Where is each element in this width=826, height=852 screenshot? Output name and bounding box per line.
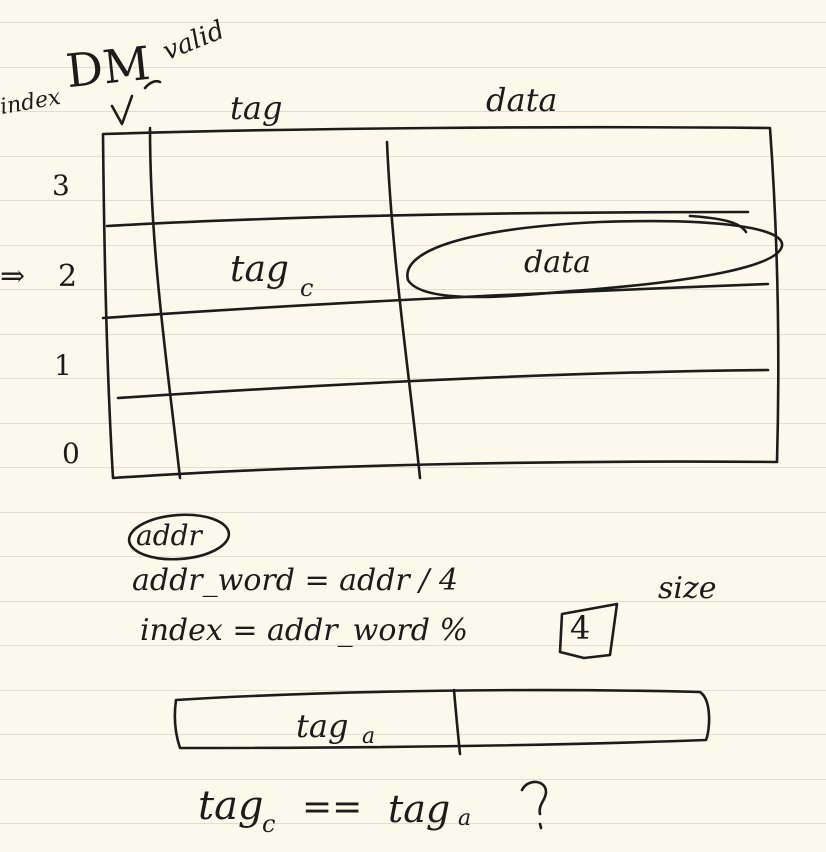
row-2-tag: tag xyxy=(230,249,289,290)
row-2-tag-subscript: c xyxy=(300,274,314,302)
ruled-line xyxy=(0,22,826,23)
row-2-data: data xyxy=(524,245,592,280)
addr-label: addr xyxy=(136,519,202,552)
data-highlight-ellipse xyxy=(406,219,784,299)
comparison-left-subscript: c xyxy=(262,810,276,838)
ruled-line xyxy=(0,156,826,157)
ruled-line xyxy=(0,200,826,201)
ruled-line xyxy=(0,289,826,290)
ruled-line xyxy=(0,67,826,68)
ruled-line xyxy=(0,245,826,246)
ruled-line xyxy=(0,512,826,513)
valid-checkmark xyxy=(110,94,134,126)
row-divider-1-0 xyxy=(116,368,770,400)
row-divider-extra xyxy=(688,214,748,234)
comparison-right: tag xyxy=(388,787,451,831)
ruled-line xyxy=(0,734,826,735)
comparison-operator: == xyxy=(302,787,363,828)
ruled-line xyxy=(0,823,826,824)
comparison-left: tag xyxy=(198,783,264,829)
ruled-line xyxy=(0,645,826,646)
row-index-3: 3 xyxy=(52,169,70,202)
ruled-line xyxy=(0,334,826,335)
address-field-box xyxy=(173,688,711,750)
question-dot xyxy=(538,822,543,830)
addr-circle xyxy=(127,513,231,561)
title-dm: DM xyxy=(63,35,153,99)
question-stroke xyxy=(520,780,548,816)
pointer-arrow: ⇒ xyxy=(0,259,26,294)
index-equation: index = addr_word % xyxy=(140,613,468,648)
data-header: data xyxy=(486,81,558,119)
ruled-line xyxy=(0,601,826,602)
table-outline xyxy=(101,125,780,480)
tag-header: tag xyxy=(230,89,283,127)
addr-word-equation: addr_word = addr / 4 xyxy=(132,563,459,598)
ruled-line xyxy=(0,378,826,379)
comparison-right-subscript: a xyxy=(458,806,472,831)
size-box xyxy=(558,602,619,660)
row-index-0: 0 xyxy=(62,437,80,470)
tag-data-divider xyxy=(385,140,422,480)
row-divider-2-1 xyxy=(101,282,770,320)
ruled-line xyxy=(0,556,826,557)
index-size-value: 4 xyxy=(570,609,591,647)
row-divider-3-2 xyxy=(105,210,750,228)
ruled-line xyxy=(0,111,826,112)
address-field-tag: tag xyxy=(296,707,349,745)
valid-note-stroke xyxy=(143,79,162,90)
address-field-tag-subscript: a xyxy=(362,724,376,749)
ruled-line xyxy=(0,779,826,780)
row-index-1: 1 xyxy=(54,349,72,382)
size-label: size xyxy=(658,571,717,606)
address-field-divider xyxy=(452,688,462,756)
ruled-line xyxy=(0,467,826,468)
row-index-2: 2 xyxy=(58,259,78,294)
valid-column-divider xyxy=(148,126,182,480)
